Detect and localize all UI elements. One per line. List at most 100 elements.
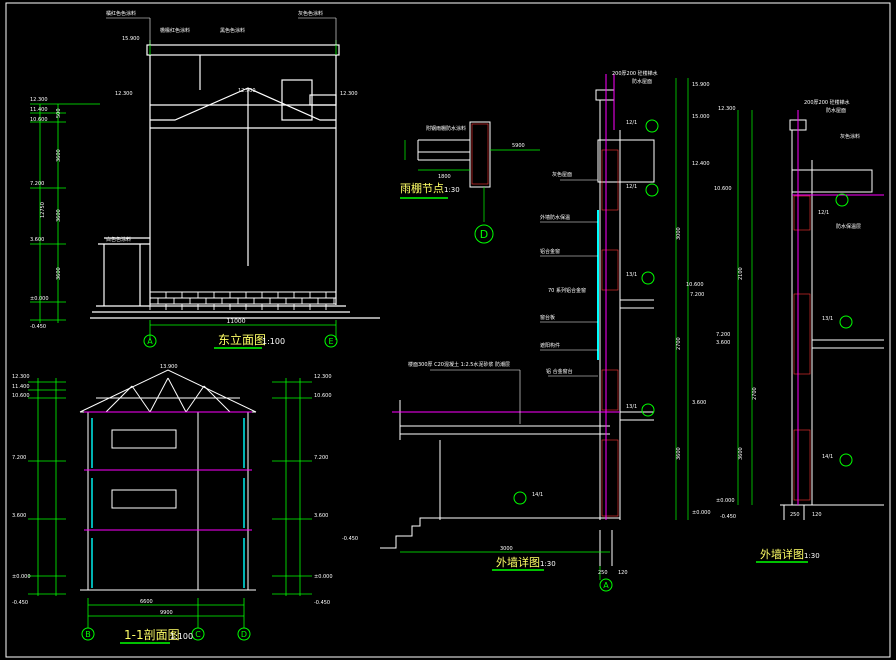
wallb-dim-3: 3600 xyxy=(738,447,744,460)
walla-tag-circle-1 xyxy=(645,119,659,133)
wallb-bottom-dim-2: 120 xyxy=(812,512,822,518)
walla-tag-5: 14/1 xyxy=(532,492,543,498)
elev-level-7200: 7.200 xyxy=(30,181,44,187)
walla-level-8: -0.450 xyxy=(342,536,358,542)
elev-eave-right: 12.300 xyxy=(340,91,358,97)
section-ridge: 13.900 xyxy=(160,364,178,370)
walla-level-2: 15.000 xyxy=(692,114,710,120)
total-width-dim: 11000 xyxy=(226,318,245,325)
walla-tag-circle-2 xyxy=(645,183,659,197)
walla-bottom-dim-1: 250 xyxy=(598,570,608,576)
elev-dim-3: 12750 xyxy=(40,202,46,218)
section-scale: 1:100 xyxy=(170,632,193,641)
section-dim-1: 6600 xyxy=(140,599,153,605)
section-level-r5: ±0.000 xyxy=(314,574,333,580)
axis-bubble-e xyxy=(324,334,338,348)
elev-ridge: 12.900 xyxy=(238,88,256,94)
section-level-l2: 11.400 xyxy=(12,384,30,390)
wallb-side-note-2: 防水保温层 xyxy=(836,223,861,230)
wallb-level-5: ±0.000 xyxy=(716,498,735,504)
wallb-bottom-dim-1: 250 xyxy=(790,512,800,518)
elev-level-10600: 10.600 xyxy=(30,117,48,123)
walla-level-6: 3.600 xyxy=(692,400,706,406)
section-level-r2: 10.600 xyxy=(314,393,332,399)
axis-bubble-a xyxy=(143,334,157,348)
wallb-title: 外墙详图 xyxy=(760,547,804,561)
walla-long-note: 楼面300厚 C20混凝土 1:2.5水泥砂浆 防潮层 xyxy=(408,361,510,368)
walla-side-note-6: 遮阳构件 xyxy=(540,342,560,349)
section-1-1-view: 13.900 12.300 11.400 10.600 7.200 3.600 … xyxy=(12,364,333,644)
elevation-scale: 1:100 xyxy=(262,337,285,346)
wallb-tag-3: 14/1 xyxy=(822,454,833,460)
section-level-r1: 12.300 xyxy=(314,374,332,380)
walla-tag-circle-3 xyxy=(641,271,655,285)
elevation-note-2: 檐椽红色涂料 xyxy=(160,27,190,34)
canopy-scale: 1:30 xyxy=(444,186,460,194)
walla-tag-circle-5 xyxy=(513,491,527,505)
sheet-border xyxy=(5,2,891,658)
elev-dim-4: 3600 xyxy=(56,209,62,222)
walla-title: 外墙详图 xyxy=(496,555,540,569)
elevation-note-1: 橘红色色涂料 xyxy=(106,10,136,17)
walla-tag-2: 12/1 xyxy=(626,184,637,190)
section-axis-bubble-d xyxy=(237,627,251,641)
elev-level-11400: 11.400 xyxy=(30,107,48,113)
elev-level-12300: 12.300 xyxy=(30,97,48,103)
walla-level-5: 7.200 xyxy=(690,292,704,298)
section-level-l5: 3.600 xyxy=(12,513,26,519)
walla-tag-4: 13/1 xyxy=(626,404,637,410)
wallb-side-note-1: 灰色涂料 xyxy=(840,133,860,140)
elev-level-m0450: -0.450 xyxy=(30,324,46,330)
canopy-title: 雨棚节点 xyxy=(400,181,444,195)
wallb-level-4: 3.600 xyxy=(716,340,730,346)
wallb-dim-1: 2100 xyxy=(738,267,744,280)
section-axis-c: C xyxy=(195,630,201,639)
walla-tag-circle-4 xyxy=(641,403,655,417)
wallb-level-1: 12.300 xyxy=(718,106,736,112)
wallb-tag-2: 13/1 xyxy=(822,316,833,322)
wallb-level-3: 7.200 xyxy=(716,332,730,338)
walla-dim-2: 2700 xyxy=(676,337,682,350)
walla-dim-3: 3600 xyxy=(676,447,682,460)
wallb-level-6: -0.450 xyxy=(720,514,736,520)
walla-axis-bubble xyxy=(599,578,613,592)
walla-level-4: 10.600 xyxy=(686,282,704,288)
walla-side-note-4: 70 系列铝合金窗 xyxy=(548,287,586,294)
elev-dim-1: 500 xyxy=(56,108,62,118)
wallb-tag-circle-2 xyxy=(839,315,853,329)
section-level-l4: 7.200 xyxy=(12,455,26,461)
section-level-l3: 10.600 xyxy=(12,393,30,399)
elev-level-3600: 3.600 xyxy=(30,237,44,243)
section-level-l6: ±0.000 xyxy=(12,574,31,580)
canopy-axis-bubble xyxy=(474,224,494,244)
elev-dim-5: 3600 xyxy=(56,267,62,280)
walla-level-3: 12.400 xyxy=(692,161,710,167)
walla-level-1: 15.900 xyxy=(692,82,710,88)
walla-side-note-2: 外墙防水保温 xyxy=(540,214,570,221)
walla-axis: A xyxy=(603,581,609,590)
section-axis-b: B xyxy=(85,630,91,639)
section-level-r4: 3.600 xyxy=(314,513,328,519)
elev-dim-2: 3600 xyxy=(56,149,62,162)
canopy-axis: D xyxy=(480,228,488,241)
walla-tag-3: 13/1 xyxy=(626,272,637,278)
section-level-l1: 12.300 xyxy=(12,374,30,380)
walla-dim-1: 3000 xyxy=(676,227,682,240)
wallb-level-2: 10.600 xyxy=(714,186,732,192)
elevation-title: 东立面图 xyxy=(218,332,266,347)
section-level-r3: 7.200 xyxy=(314,455,328,461)
wallb-tag-circle-3 xyxy=(839,453,853,467)
canopy-dim-a: 1800 xyxy=(438,174,451,180)
axis-label-a: A xyxy=(147,337,153,346)
section-axis-d: D xyxy=(241,630,247,639)
walla-level-7: ±0.000 xyxy=(692,510,711,516)
walla-bottom-dim-2: 120 xyxy=(618,570,628,576)
section-dim-2: 9900 xyxy=(160,610,173,616)
wall-detail-a-view: 200厚200 砼楼梯水 防水屋面 灰色屋面 外墙防水保温 铝合金窗 70 系列… xyxy=(342,70,711,592)
walla-side-note-3: 铝合金窗 xyxy=(540,248,560,255)
section-level-l7: -0.450 xyxy=(12,600,28,606)
wallb-top-note-2: 防水屋面 xyxy=(826,107,846,114)
elevation-note-3: 黑色色涂料 xyxy=(220,27,245,34)
canopy-dim-b: 5900 xyxy=(512,143,525,149)
